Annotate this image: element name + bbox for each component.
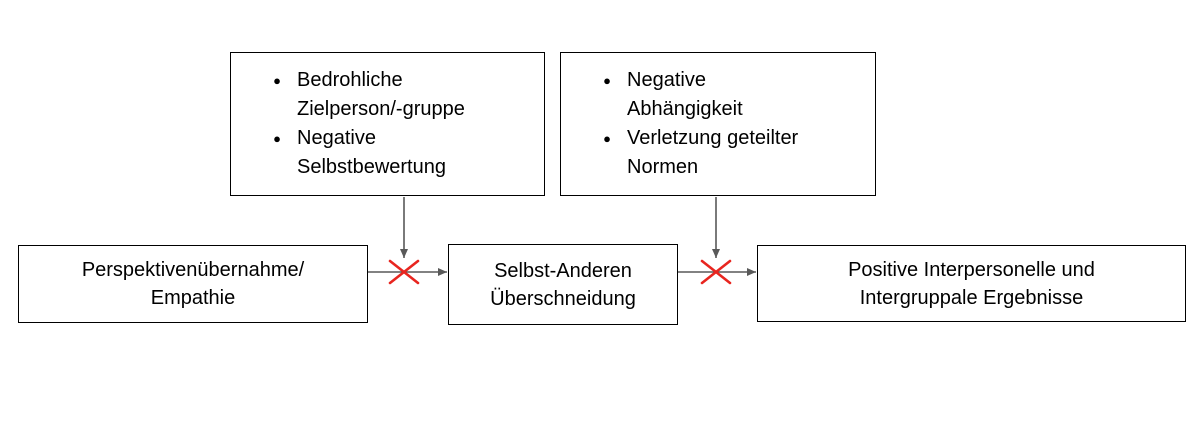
list-item: ● Bedrohliche Zielperson/-gruppe <box>257 66 536 124</box>
text-line: Abhängigkeit <box>627 98 743 120</box>
cross-stroke <box>700 259 732 285</box>
bullet-text: Bedrohliche Zielperson/-gruppe <box>297 66 536 124</box>
text-line: Normen <box>627 156 699 178</box>
bullet-icon: ● <box>273 73 281 88</box>
cross-stroke <box>388 259 420 285</box>
text-line: Empathie <box>150 287 236 309</box>
text-line: Positive Interpersonelle und <box>848 258 1095 281</box>
blocked-path-cross-right <box>700 259 732 285</box>
moderator-box-right: ● Negative Abhängigkeit ● Verletzung get… <box>560 52 876 196</box>
blocked-path-cross-left <box>388 259 420 285</box>
text-line: Zielperson/-gruppe <box>297 98 465 120</box>
list-item: ● Verletzung geteilter Normen <box>587 124 867 182</box>
bullet-icon: ● <box>603 131 611 146</box>
list-item: ● Negative Abhängigkeit <box>587 66 867 124</box>
process-box-self-other-overlap: Selbst-Anderen Überschneidung <box>448 244 678 325</box>
bullet-icon: ● <box>273 131 281 146</box>
bullet-text: Negative Selbstbewertung <box>297 124 536 182</box>
process-box-perspective-taking: Perspektivenübernahme/ Empathie <box>18 245 368 323</box>
text-line: Perspektivenübernahme/ <box>81 259 305 281</box>
bullet-text: Negative Abhängigkeit <box>627 66 867 124</box>
bullet-icon: ● <box>603 73 611 88</box>
bullet-text: Verletzung geteilter Normen <box>627 124 867 182</box>
moderator-box-left: ● Bedrohliche Zielperson/-gruppe ● Negat… <box>230 52 545 196</box>
text-line: Überschneidung <box>490 287 636 310</box>
text-line: Bedrohliche <box>297 69 403 91</box>
list-item: ● Negative Selbstbewertung <box>257 124 536 182</box>
process-box-positive-outcomes: Positive Interpersonelle und Intergruppa… <box>757 245 1186 322</box>
text-line: Verletzung geteilter <box>627 127 799 149</box>
text-line: Selbstbewertung <box>297 156 446 178</box>
text-line: Negative <box>627 69 706 91</box>
text-line: Intergruppale Ergebnisse <box>859 286 1084 309</box>
text-line: Negative <box>297 127 376 149</box>
text-line: Selbst-Anderen <box>494 259 632 282</box>
